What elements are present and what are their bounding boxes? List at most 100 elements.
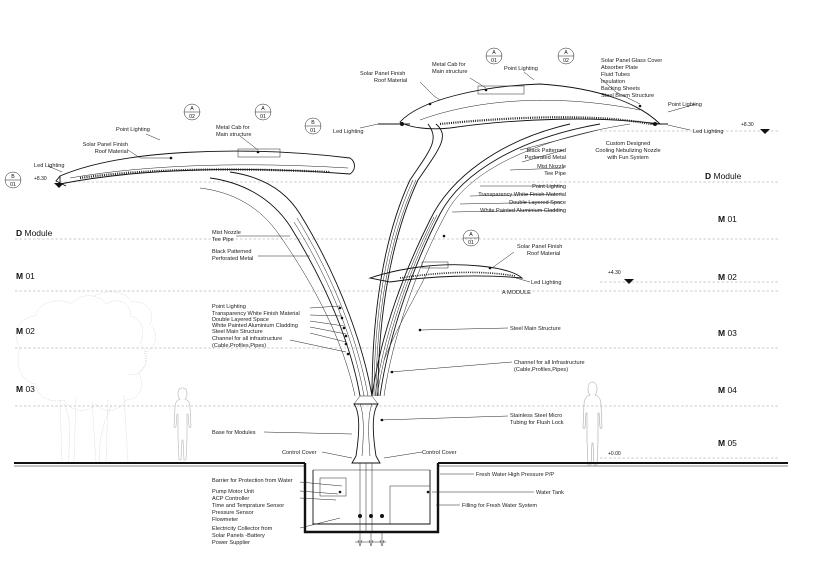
svg-text:A: A [492,50,496,56]
person-left [173,387,192,461]
label-point-lighting-left: Point Lighting [116,127,150,133]
svg-text:01: 01 [468,240,474,246]
svg-text:01: 01 [310,128,316,134]
section-tag: A 02 [183,103,201,121]
label-fresh-water: Fresh Water High Pressure P/P [476,472,554,478]
section-tag: A 02 [557,47,575,65]
level-m04-right: M 04 [718,385,737,395]
label-mist-nozzle-r2: Tee Pipe [544,171,566,177]
label-led-lighting-top: Led Lighting [333,129,363,135]
label-black-perforated-l2: Perforated Metal [212,256,253,262]
svg-text:B: B [311,120,315,126]
label-pressure-sensor: Pressure Sensor [212,510,254,516]
label-roof-material-left: Roof Material [95,149,128,155]
label-point-lighting-right: Point Lighting [668,102,702,108]
label-double-layered-mid: Double Layered Space [212,317,269,323]
label-pump-motor: Pump Motor Unit [212,489,254,495]
label-point-lighting-mid: Point Lighting [212,304,246,310]
label-base-modules: Base for Modules [212,430,256,436]
elevation-top-right: +8.30 [741,122,754,128]
label-metal-cab-left-1: Metal Cab for [216,125,250,131]
svg-text:A: A [564,50,568,56]
label-fluid-tubes: Fluid Tubes [601,72,630,78]
label-double-layered-r: Double Layered Space [509,200,566,206]
level-d-module-left: D Module [16,228,53,238]
label-custom-designed: Custom Designed [606,141,650,147]
label-stainless-2: Tubing for Flush Lock [510,420,564,426]
level-m02-right: M 02 [718,272,737,282]
leader-lines [47,71,697,529]
label-cooling-nozzle: Cooling Nebulizing Nozzle [595,148,660,154]
label-time-temp: Time and Temprature Sensor [212,503,284,509]
label-fun-system: with Fun System [606,155,649,161]
level-m01-right: M 01 [718,214,737,224]
level-m03-right: M 03 [718,328,737,338]
label-black-perforated-l1: Black Patterned [212,249,252,255]
right-branch [371,123,631,397]
level-m01-left: M 01 [16,271,35,281]
top-branch [371,123,443,397]
label-metal-cab-top-2: Main structure [432,69,467,75]
label-channel-mid-2: (Cable,Profiles,Pipes) [212,343,266,349]
label-roof-material-small: Roof Material [527,251,560,257]
label-steel-beam: Steel Beam Structure [601,93,654,99]
label-steel-main-mid: Steel Main Structure [212,329,263,335]
level-guides [15,130,780,459]
label-steel-main-right: Steel Main Structure [510,326,561,332]
level-labels: D Module D Module M 01 M 02 M 03 M 04 M … [16,171,742,448]
label-solar-panel-small: Solar Panel Finish [517,244,562,250]
point-light-dots [169,88,642,422]
label-led-lighting-right: Led Lighting [693,129,723,135]
label-black-perforated-r2: Perforated Metal [525,155,566,161]
label-barrier: Barrier for Protection from Water [212,478,293,484]
label-transparency-r: Transparency White Finish Material [478,192,566,198]
underground-tank [303,463,440,547]
section-tag: A 01 [462,229,480,247]
label-power-supplier: Power Supplier [212,540,250,546]
label-electricity-1: Electricity Collector from [212,526,273,532]
ground-line [14,462,788,467]
label-point-lighting-r2: Point Lighting [532,184,566,190]
a-module-canopy [368,261,524,361]
elevation-mid: +4.30 [608,270,621,276]
svg-text:A: A [261,106,265,112]
label-solar-glass: Solar Panel Glass Cover [601,58,662,64]
top-canopy [378,83,668,130]
svg-text:A: A [190,106,194,112]
label-filling: Filling for Fresh Water System [462,503,537,509]
level-m02-left: M 02 [16,326,35,336]
svg-text:02: 02 [563,58,569,64]
label-mist-nozzle-r1: Mist Nozzle [537,164,566,170]
label-water-tank: Water Tank [536,490,564,496]
label-channel-mid-1: Channel for all infrastructure [212,336,282,342]
label-solar-panel-top: Solar Panel Finish [360,71,405,77]
svg-text:01: 01 [260,114,266,120]
label-backing-sheets: Backing Sheets [601,86,640,92]
label-metal-cab-top-1: Metal Cab for [432,62,466,68]
section-tag: B 01 [4,171,22,189]
label-absorber: Absorber Plate [601,65,638,71]
label-led-lighting-left: Led Lighting [34,163,64,169]
label-white-painted-r: White Painted Aluminium Cladding [480,208,566,214]
main-column [351,395,381,532]
label-control-cover-right: Control Cover [422,450,457,456]
label-solar-panel-left: Solar Panel Finish [83,142,128,148]
label-led-lighting-small: Led Lighting [531,280,561,286]
label-channel-right-2: (Cable,Profiles,Pipes) [514,367,568,373]
label-channel-right-1: Channel for all Infrastructure [514,360,585,366]
label-transparency-mid: Transparency White Finish Material [212,311,300,317]
section-tags: B 01 A 02 A 01 B 01 A 01 [4,47,575,247]
svg-text:01: 01 [491,58,497,64]
annotations: Solar Panel Finish Roof Material Metal C… [34,58,723,546]
label-stainless-1: Stainless Steel Micro [510,413,562,419]
label-roof-material-top: Roof Material [374,78,407,84]
label-acp-controller: ACP Controller [212,496,249,502]
elevation-left: +8.30 [34,176,47,182]
svg-text:B: B [11,174,15,180]
left-branch [199,171,373,397]
person-right [582,381,603,466]
label-point-lighting-top: Point Lighting [504,66,538,72]
label-metal-cab-left-2: Main structure [216,132,251,138]
svg-text:02: 02 [189,114,195,120]
label-electricity-2: Solar Panels -Battery [212,533,265,539]
